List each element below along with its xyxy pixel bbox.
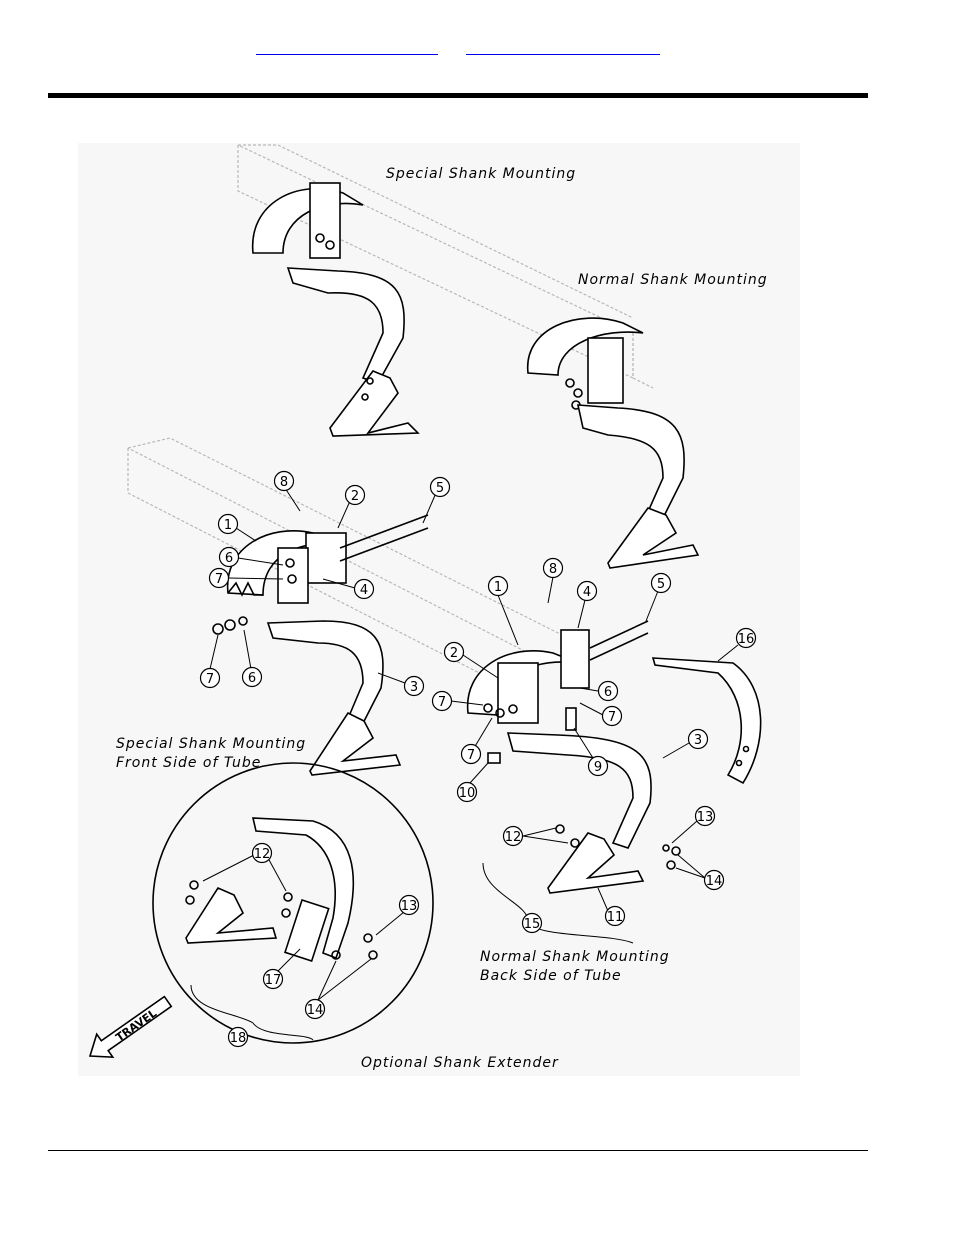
svg-text:6: 6 — [248, 671, 256, 686]
svg-text:8: 8 — [280, 475, 288, 490]
callout-13-detail: 13 — [376, 896, 419, 936]
callout-4-right: 4 — [578, 582, 597, 629]
svg-text:11: 11 — [607, 910, 624, 925]
header-link-2[interactable] — [466, 40, 660, 55]
label-special-top: Special Shank Mounting — [386, 166, 576, 182]
svg-text:2: 2 — [351, 489, 359, 504]
svg-text:3: 3 — [410, 680, 418, 695]
callout-3-left: 3 — [378, 673, 424, 696]
shank-assembly-normal-back: Normal Shank Mounting Back Side of Tube — [468, 621, 761, 984]
callout-10: 10 — [458, 763, 489, 802]
svg-text:1: 1 — [494, 580, 502, 595]
callout-6-left-lower: 6 — [243, 630, 262, 687]
svg-text:16: 16 — [738, 632, 755, 647]
svg-text:5: 5 — [657, 577, 665, 592]
callout-2-left: 2 — [338, 486, 365, 529]
svg-text:14: 14 — [307, 1003, 324, 1018]
callout-16: 16 — [718, 629, 756, 662]
header-link-1[interactable] — [256, 40, 438, 55]
svg-text:17: 17 — [265, 973, 282, 988]
shank-assembly-special-front: Special Shank Mounting Front Side of Tub… — [116, 515, 428, 775]
svg-text:10: 10 — [459, 786, 476, 801]
svg-text:12: 12 — [254, 847, 271, 862]
svg-text:5: 5 — [436, 481, 444, 496]
svg-text:3: 3 — [694, 733, 702, 748]
svg-text:7: 7 — [438, 695, 446, 710]
svg-text:15: 15 — [524, 917, 541, 932]
callout-2-right: 2 — [445, 643, 499, 679]
callout-12-right: 12 — [504, 827, 569, 846]
label-special-front-1: Special Shank Mounting — [116, 736, 306, 752]
travel-arrow: TRAVEL — [82, 990, 176, 1067]
callout-14-detail: 14 — [306, 959, 372, 1019]
svg-text:8: 8 — [549, 562, 557, 577]
svg-text:7: 7 — [215, 572, 223, 587]
callout-5-right: 5 — [646, 574, 671, 622]
callout-14-right: 14 — [676, 855, 724, 890]
svg-text:14: 14 — [706, 874, 723, 889]
callout-8-left: 8 — [275, 472, 301, 512]
travel-label: TRAVEL — [113, 1007, 159, 1044]
callout-18: 18 — [229, 1028, 248, 1047]
callout-8-right: 8 — [544, 559, 563, 604]
bottom-rule — [48, 1150, 868, 1151]
callout-1-left: 1 — [219, 515, 257, 542]
label-normal-back-1: Normal Shank Mounting — [480, 949, 670, 965]
svg-text:2: 2 — [450, 646, 458, 661]
svg-text:7: 7 — [206, 672, 214, 687]
shank-extender-detail: Optional Shank Extender — [153, 763, 559, 1071]
svg-text:13: 13 — [697, 810, 714, 825]
svg-text:6: 6 — [225, 551, 233, 566]
callout-7-left-lower: 7 — [201, 635, 220, 688]
svg-text:6: 6 — [604, 685, 612, 700]
shank-assembly-special-top: Special Shank Mounting — [253, 166, 577, 436]
svg-text:1: 1 — [224, 518, 232, 533]
label-normal-top: Normal Shank Mounting — [578, 272, 768, 288]
svg-text:18: 18 — [230, 1031, 247, 1046]
shank-assembly-normal-top: Normal Shank Mounting — [528, 272, 768, 568]
callout-7-right: 7 — [580, 703, 622, 726]
svg-text:9: 9 — [594, 760, 602, 775]
label-special-front-2: Front Side of Tube — [116, 755, 261, 771]
callout-13-right: 13 — [672, 807, 715, 844]
parts-diagram: Special Shank Mounting Normal Shank Moun… — [78, 143, 800, 1076]
svg-text:13: 13 — [401, 899, 418, 914]
callout-12-detail: 12 — [203, 844, 286, 892]
callout-11: 11 — [598, 888, 625, 926]
svg-text:12: 12 — [505, 830, 522, 845]
label-normal-back-2: Back Side of Tube — [480, 968, 622, 984]
callout-3-right: 3 — [663, 730, 708, 759]
callout-15: 15 — [523, 914, 542, 933]
svg-text:7: 7 — [467, 748, 475, 763]
callout-17: 17 — [264, 949, 301, 989]
svg-text:4: 4 — [360, 583, 368, 598]
svg-text:7: 7 — [608, 710, 616, 725]
svg-text:4: 4 — [583, 585, 591, 600]
top-rule — [48, 93, 868, 98]
label-optional-extender: Optional Shank Extender — [361, 1055, 559, 1071]
